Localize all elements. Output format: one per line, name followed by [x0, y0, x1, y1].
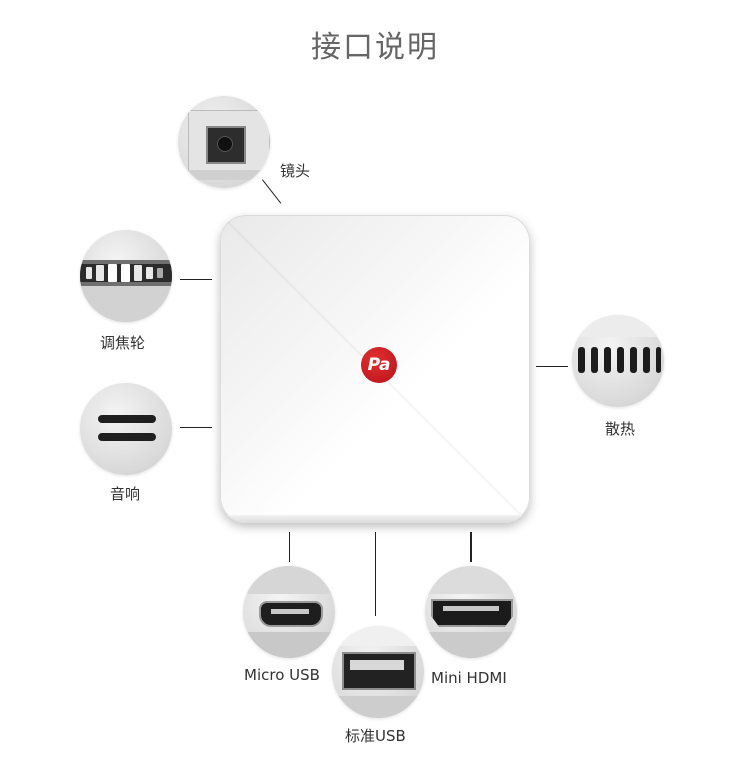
projector-device: Pa: [220, 215, 530, 523]
heat-vent-label: 散热: [605, 420, 636, 438]
speaker-grille-icon: [80, 383, 172, 475]
usb-detail: [332, 626, 424, 718]
usb-port-icon: [332, 626, 424, 718]
heat-vent-pointer-line: [536, 366, 568, 367]
mini-hdmi-detail: [425, 566, 517, 658]
usb-pointer-line: [375, 532, 376, 616]
mini-hdmi-label: Mini HDMI: [431, 669, 507, 687]
micro-usb-pointer-line: [289, 532, 290, 562]
heat-vent-detail: [572, 315, 664, 407]
usb-label: 标准USB: [345, 727, 406, 745]
micro-usb-label: Micro USB: [244, 666, 320, 684]
speaker-label: 音响: [110, 485, 141, 503]
camera-pointer-line: [262, 179, 282, 204]
focus-wheel-pointer-line: [180, 279, 212, 280]
heat-vent-icon: [572, 315, 664, 407]
focus-wheel-detail: [80, 230, 172, 322]
brand-logo: Pa: [361, 347, 397, 383]
micro-usb-port-icon: [243, 566, 335, 658]
mini-hdmi-port-icon: [425, 566, 517, 658]
camera-label: 镜头: [280, 162, 311, 180]
page-title: 接口说明: [311, 30, 439, 65]
mini-hdmi-pointer-line: [470, 532, 472, 562]
micro-usb-detail: [243, 566, 335, 658]
device-bottom-edge: [220, 515, 530, 523]
speaker-pointer-line: [180, 427, 212, 428]
focus-wheel-icon: [80, 260, 172, 322]
camera-lens-icon: [178, 96, 270, 188]
focus-wheel-label: 调焦轮: [100, 334, 146, 352]
speaker-detail: [80, 383, 172, 475]
camera-detail: [178, 96, 270, 188]
